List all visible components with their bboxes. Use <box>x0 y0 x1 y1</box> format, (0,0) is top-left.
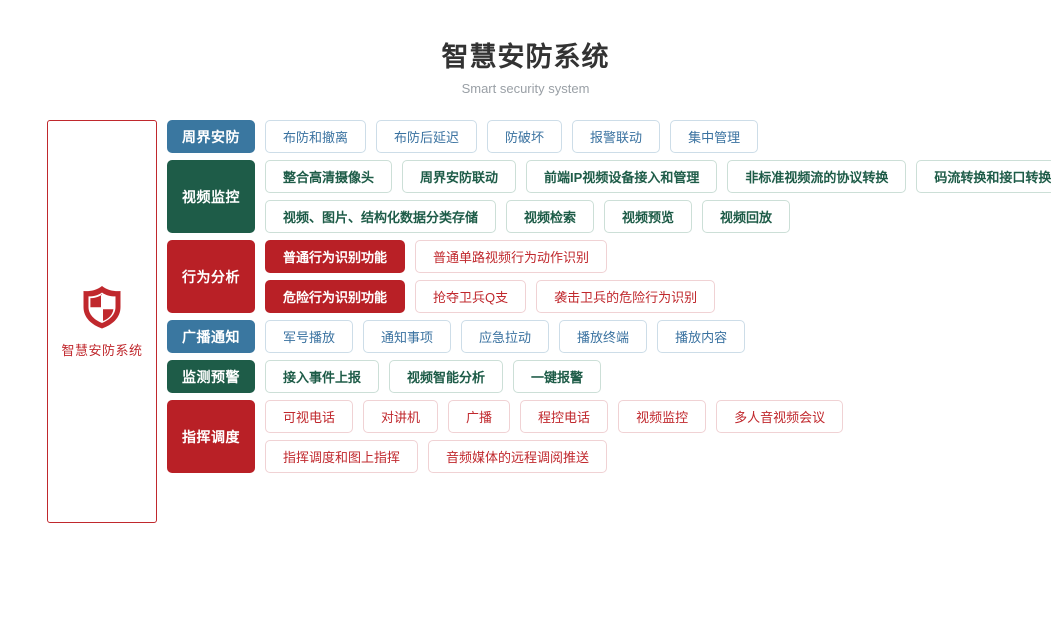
item-line: 普通行为识别功能普通单路视频行为动作识别 <box>265 240 715 273</box>
capability-pill[interactable]: 周界安防联动 <box>402 160 517 193</box>
item-line: 接入事件上报视频智能分析一键报警 <box>265 360 602 393</box>
category-chip[interactable]: 指挥调度 <box>167 400 255 473</box>
capability-pill[interactable]: 视频监控 <box>618 400 707 433</box>
category-items: 可视电话对讲机广播程控电话视频监控多人音视频会议指挥调度和图上指挥音频媒体的远程… <box>265 400 844 473</box>
page-header: 智慧安防系统 Smart security system <box>0 0 1051 97</box>
item-line: 视频、图片、结构化数据分类存储视频检索视频预览视频回放 <box>265 200 1051 233</box>
category-items: 普通行为识别功能普通单路视频行为动作识别危险行为识别功能抢夺卫兵Q支袭击卫兵的危… <box>265 240 716 313</box>
item-line: 危险行为识别功能抢夺卫兵Q支袭击卫兵的危险行为识别 <box>265 280 716 313</box>
capability-pill[interactable]: 视频回放 <box>702 200 791 233</box>
capability-pill[interactable]: 广播 <box>448 400 511 433</box>
capability-pill[interactable]: 普通单路视频行为动作识别 <box>415 240 608 273</box>
capability-pill[interactable]: 指挥调度和图上指挥 <box>265 440 419 473</box>
capability-pill[interactable]: 布防后延迟 <box>376 120 478 153</box>
item-line: 布防和撤离布防后延迟防破坏报警联动集中管理 <box>265 120 759 153</box>
capability-pill[interactable]: 视频、图片、结构化数据分类存储 <box>265 200 497 233</box>
category-row: 指挥调度可视电话对讲机广播程控电话视频监控多人音视频会议指挥调度和图上指挥音频媒… <box>167 400 1051 473</box>
capability-pill[interactable]: 集中管理 <box>670 120 759 153</box>
category-row: 监测预警接入事件上报视频智能分析一键报警 <box>167 360 1051 393</box>
category-chip[interactable]: 行为分析 <box>167 240 255 313</box>
capability-pill[interactable]: 码流转换和接口转换 <box>916 160 1051 193</box>
capability-pill[interactable]: 普通行为识别功能 <box>265 240 406 273</box>
capability-pill[interactable]: 接入事件上报 <box>265 360 380 393</box>
category-chip[interactable]: 监测预警 <box>167 360 255 393</box>
page-subtitle: Smart security system <box>461 81 590 96</box>
brand-label: 智慧安防系统 <box>61 343 143 358</box>
capability-pill[interactable]: 播放内容 <box>657 320 746 353</box>
capability-pill[interactable]: 军号播放 <box>265 320 354 353</box>
capability-pill[interactable]: 通知事项 <box>363 320 452 353</box>
capability-pill[interactable]: 非标准视频流的协议转换 <box>727 160 907 193</box>
item-line: 军号播放通知事项应急拉动播放终端播放内容 <box>265 320 746 353</box>
category-row: 视频监控整合高清摄像头周界安防联动前端IP视频设备接入和管理非标准视频流的协议转… <box>167 160 1051 233</box>
capability-pill[interactable]: 程控电话 <box>520 400 609 433</box>
capability-pill[interactable]: 布防和撤离 <box>265 120 367 153</box>
capability-pill[interactable]: 可视电话 <box>265 400 354 433</box>
capability-pill[interactable]: 对讲机 <box>363 400 439 433</box>
capability-pill[interactable]: 音频媒体的远程调阅推送 <box>428 440 608 473</box>
category-items: 整合高清摄像头周界安防联动前端IP视频设备接入和管理非标准视频流的协议转换码流转… <box>265 160 1051 233</box>
capability-board: 智慧安防系统 周界安防布防和撤离布防后延迟防破坏报警联动集中管理视频监控整合高清… <box>0 120 1051 523</box>
category-row: 行为分析普通行为识别功能普通单路视频行为动作识别危险行为识别功能抢夺卫兵Q支袭击… <box>167 240 1051 313</box>
item-line: 可视电话对讲机广播程控电话视频监控多人音视频会议 <box>265 400 844 433</box>
capability-pill[interactable]: 抢夺卫兵Q支 <box>415 280 527 313</box>
capability-pill[interactable]: 多人音视频会议 <box>716 400 844 433</box>
capability-pill[interactable]: 报警联动 <box>572 120 661 153</box>
capability-pill[interactable]: 播放终端 <box>559 320 648 353</box>
item-line: 整合高清摄像头周界安防联动前端IP视频设备接入和管理非标准视频流的协议转换码流转… <box>265 160 1051 193</box>
capability-pill[interactable]: 袭击卫兵的危险行为识别 <box>536 280 716 313</box>
capability-pill[interactable]: 整合高清摄像头 <box>265 160 393 193</box>
category-chip[interactable]: 广播通知 <box>167 320 255 353</box>
item-line: 指挥调度和图上指挥音频媒体的远程调阅推送 <box>265 440 843 473</box>
category-items: 接入事件上报视频智能分析一键报警 <box>265 360 602 393</box>
category-chip[interactable]: 周界安防 <box>167 120 255 153</box>
capability-pill[interactable]: 危险行为识别功能 <box>265 280 406 313</box>
capability-pill[interactable]: 前端IP视频设备接入和管理 <box>526 160 718 193</box>
capability-pill[interactable]: 视频预览 <box>604 200 693 233</box>
shield-icon <box>80 284 124 330</box>
capability-pill[interactable]: 防破坏 <box>487 120 563 153</box>
page-title: 智慧安防系统 <box>441 42 610 72</box>
category-chip[interactable]: 视频监控 <box>167 160 255 233</box>
category-row: 周界安防布防和撤离布防后延迟防破坏报警联动集中管理 <box>167 120 1051 153</box>
category-items: 布防和撤离布防后延迟防破坏报警联动集中管理 <box>265 120 759 153</box>
category-items: 军号播放通知事项应急拉动播放终端播放内容 <box>265 320 746 353</box>
capability-pill[interactable]: 一键报警 <box>513 360 602 393</box>
capability-pill[interactable]: 视频智能分析 <box>389 360 504 393</box>
category-rows: 周界安防布防和撤离布防后延迟防破坏报警联动集中管理视频监控整合高清摄像头周界安防… <box>167 120 1051 473</box>
capability-pill[interactable]: 视频检索 <box>506 200 595 233</box>
brand-card: 智慧安防系统 <box>47 120 157 523</box>
capability-pill[interactable]: 应急拉动 <box>461 320 550 353</box>
category-row: 广播通知军号播放通知事项应急拉动播放终端播放内容 <box>167 320 1051 353</box>
